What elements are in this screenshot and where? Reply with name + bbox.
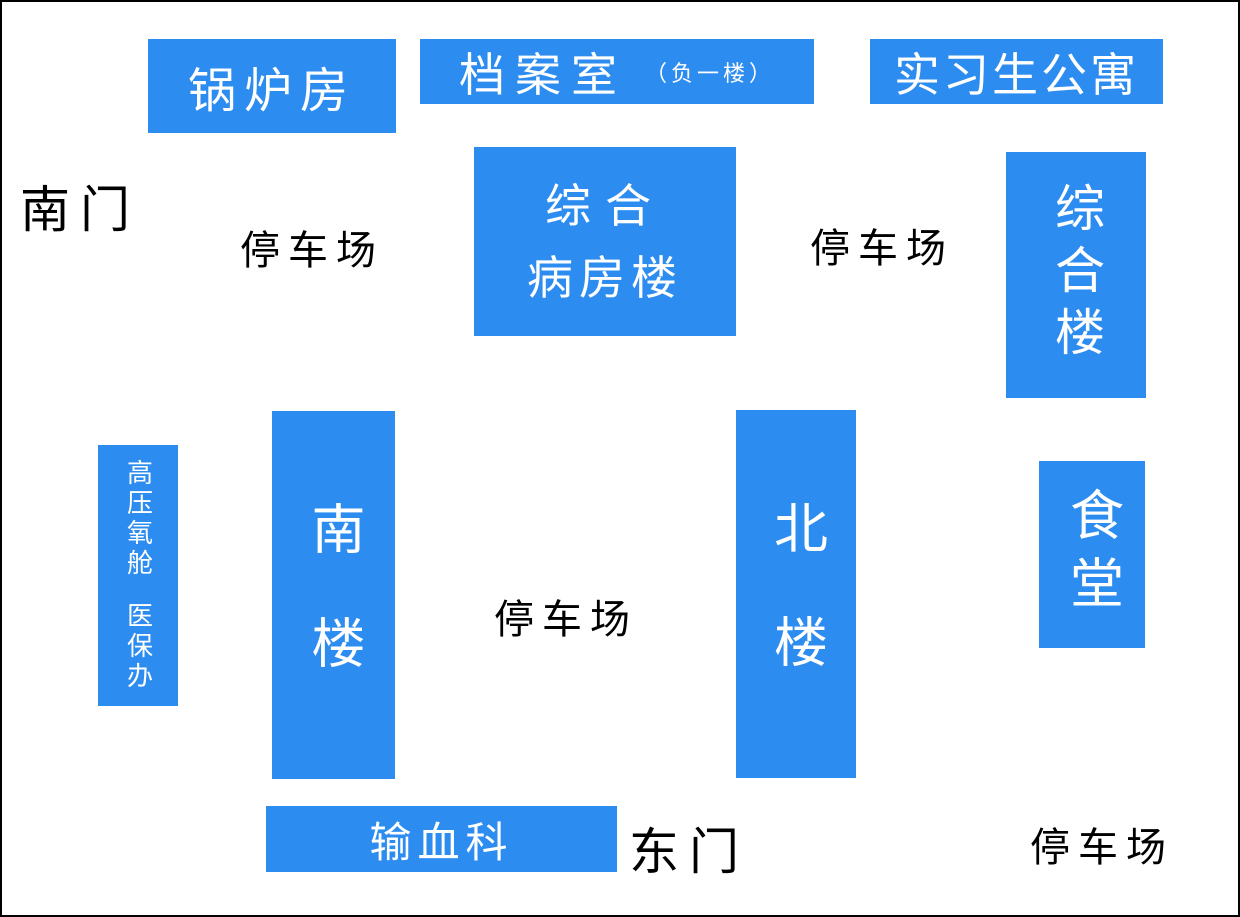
comprehensive-building-block[interactable]: 综合楼 — [1006, 152, 1146, 398]
intern-apartment-block[interactable]: 实习生公寓 — [870, 39, 1163, 104]
south-building-label: 南楼 — [302, 501, 365, 729]
archive-room-label: 档案室 — [458, 47, 627, 102]
canteen-label: 食堂 — [1060, 486, 1124, 623]
north-building-label: 北楼 — [764, 500, 828, 728]
ward-label-line1: 综合 — [545, 178, 665, 233]
comprehensive-ward-building-block[interactable]: 综合 病房楼 — [474, 147, 736, 336]
east-gate-label: 东门 — [629, 823, 749, 881]
south-building-block[interactable]: 南楼 — [272, 411, 395, 779]
parking-label: 停车场 — [494, 597, 638, 643]
south-gate-label: 南门 — [20, 181, 140, 239]
oxygen-chamber-block[interactable]: 高压氧舱 医保办 — [98, 445, 178, 706]
archive-room-note: （负一楼） — [644, 61, 775, 87]
intern-apartment-label: 实习生公寓 — [894, 47, 1139, 102]
canteen-block[interactable]: 食堂 — [1039, 461, 1145, 648]
comprehensive-building-label: 综合楼 — [1047, 182, 1105, 368]
ward-label-line2: 病房楼 — [527, 250, 683, 305]
boiler-room-label: 锅炉房 — [187, 63, 356, 119]
medical-insurance-label: 医保办 — [122, 602, 153, 692]
parking-label: 停车场 — [1030, 825, 1174, 871]
oxygen-chamber-label: 高压氧舱 — [122, 459, 153, 579]
parking-label: 停车场 — [810, 226, 954, 272]
parking-label: 停车场 — [240, 228, 384, 274]
blood-transfusion-block[interactable]: 输血科 — [266, 806, 617, 872]
blood-transfusion-label: 输血科 — [369, 817, 514, 867]
boiler-room-block[interactable]: 锅炉房 — [148, 39, 396, 133]
archive-room-block[interactable]: 档案室 （负一楼） — [420, 39, 814, 104]
north-building-block[interactable]: 北楼 — [736, 410, 856, 778]
